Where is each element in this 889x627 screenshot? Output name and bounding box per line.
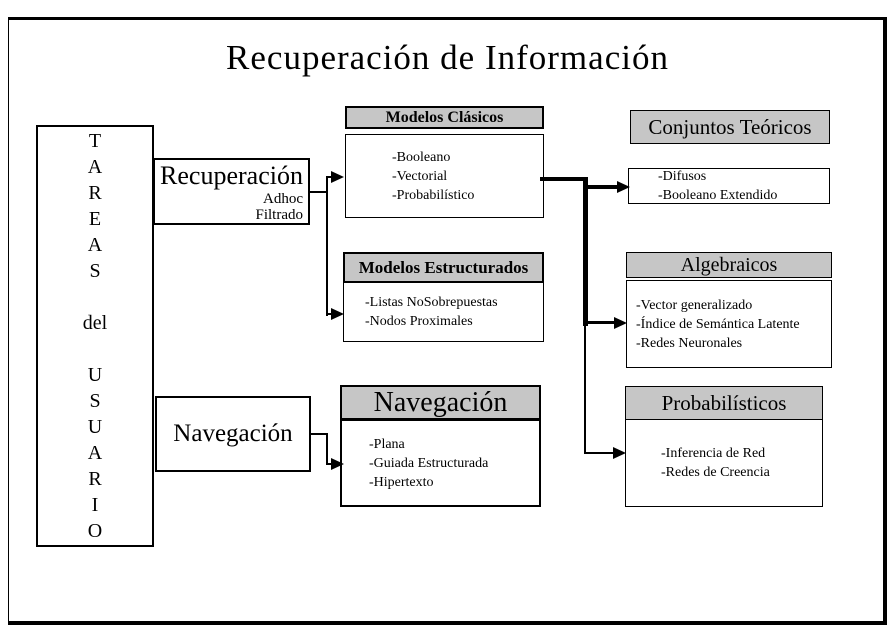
modelos-estructurados-list: -Listas NoSobrepuestas -Nodos Proximales: [343, 282, 544, 342]
navegacion-list: -Plana -Guiada Estructurada -Hipertexto: [340, 419, 541, 507]
conjuntos-teoricos-list: -Difusos -Booleano Extendido: [628, 168, 830, 204]
connector-to-clasicos: [328, 176, 332, 178]
recuperacion-sublabel: Adhoc Filtrado: [255, 191, 304, 223]
recuperacion-label: Recuperación: [160, 161, 303, 190]
modelos-clasicos-header: Modelos Clásicos: [345, 106, 544, 129]
navegacion-label: Navegación: [173, 420, 293, 447]
connector-navegacion-trunk: [326, 433, 328, 465]
conjuntos-teoricos-header: Conjuntos Teóricos: [630, 110, 830, 144]
modelos-clasicos-list: -Booleano -Vectorial -Probabilístico: [345, 134, 544, 218]
recuperacion-box: Recuperación Adhoc Filtrado: [153, 158, 310, 225]
arrowhead-navegacion-icon: [331, 458, 344, 470]
connector-recuperacion-out: [309, 191, 328, 193]
page-title: Recuperación de Información: [226, 38, 669, 77]
connector-to-probabilisticos: [586, 452, 614, 454]
arrowhead-probabilisticos-icon: [613, 447, 626, 459]
connector-recuperacion-trunk: [326, 176, 328, 316]
connector-to-estructurados: [328, 313, 332, 315]
navegacion-header: Navegación: [340, 385, 541, 420]
connector-right-trunk-thin: [584, 326, 586, 454]
connector-right-trunk-thick: [583, 177, 588, 326]
algebraicos-header: Algebraicos: [626, 252, 832, 278]
algebraicos-list: -Vector generalizado -Índice de Semántic…: [626, 280, 832, 368]
arrowhead-algebraicos-icon: [614, 317, 627, 329]
modelos-estructurados-header: Modelos Estructurados: [343, 252, 544, 283]
connector-to-algebraicos: [588, 321, 615, 324]
arrowhead-clasicos-icon: [331, 171, 344, 183]
connector-to-navegacion-list: [328, 463, 332, 465]
connector-to-conjuntos: [588, 185, 618, 189]
probabilisticos-list: -Inferencia de Red -Redes de Creencia: [625, 419, 823, 507]
navegacion-box: Navegación: [155, 396, 311, 472]
probabilisticos-header: Probabilísticos: [625, 386, 823, 420]
arrowhead-conjuntos-icon: [617, 181, 630, 193]
tareas-del-usuario-box: T A R E A S del U S U A R I O: [36, 125, 154, 547]
connector-clasicos-out: [540, 177, 585, 181]
connector-navegacion-out: [310, 433, 328, 435]
arrowhead-estructurados-icon: [331, 308, 344, 320]
